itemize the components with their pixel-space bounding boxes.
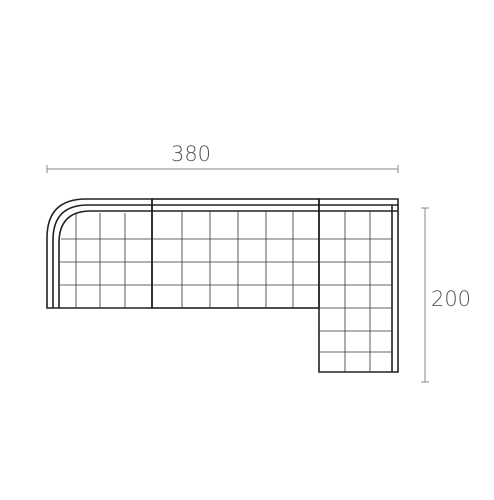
right-chaise-section (318, 198, 399, 373)
width-dimension-label: 380 (171, 142, 211, 166)
left-backrest-inner-1 (52, 204, 152, 308)
middle-section-outline (151, 198, 320, 309)
depth-dimension-label: 200 (431, 287, 471, 311)
middle-section-grid (152, 211, 319, 308)
left-section-grid (60, 213, 152, 308)
left-curved-section (46, 198, 153, 309)
middle-section (151, 198, 320, 309)
depth-dimension: 200 (421, 207, 471, 383)
left-backrest-inner-2 (58, 210, 152, 308)
left-section-outline (46, 198, 153, 309)
width-dimension: 380 (46, 142, 399, 173)
right-section-outline (318, 198, 399, 373)
right-section-grid (319, 211, 392, 372)
